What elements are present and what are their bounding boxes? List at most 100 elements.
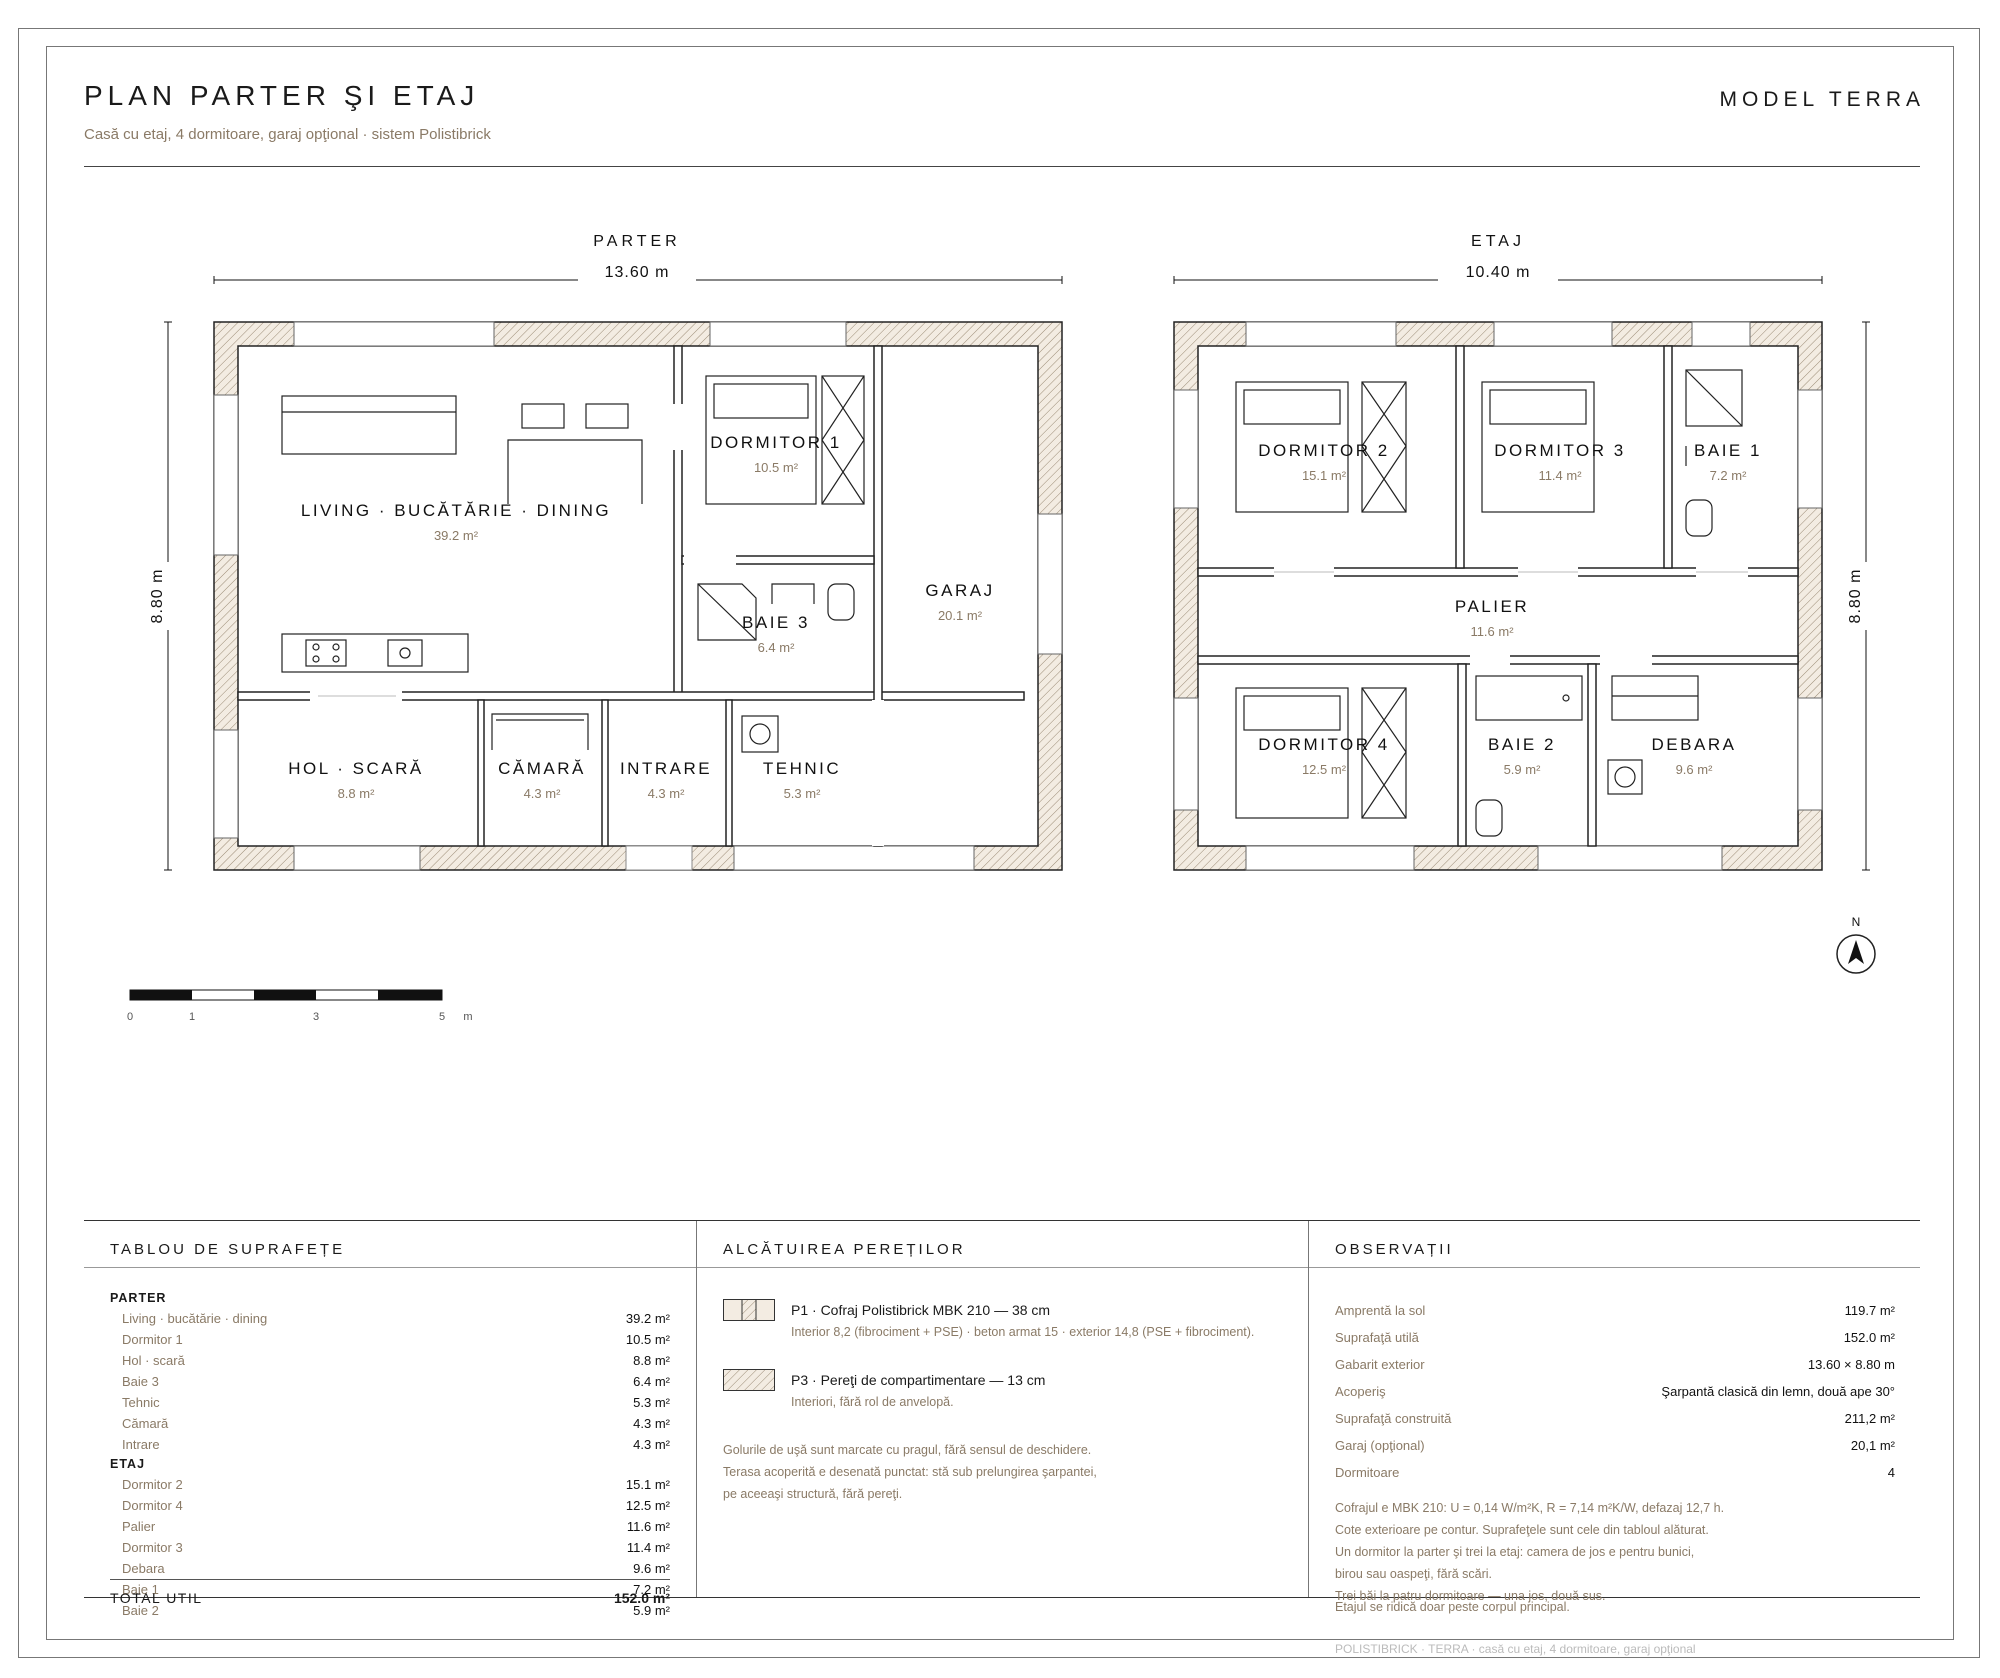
obs-note-overflow: Etajul se ridică doar peste corpul princ… — [1335, 1600, 1570, 1614]
areas-rule — [84, 1267, 696, 1268]
obs-row: Suprafaţă construită 211,2 m² — [1335, 1405, 1895, 1432]
areas-row-key: Palier — [122, 1519, 156, 1534]
ground-wall-living-right — [673, 345, 683, 697]
areas-row-key: Tehnic — [122, 1395, 160, 1410]
areas-row-value: 5.3 m² — [633, 1395, 670, 1410]
areas-row-value: 9.6 m² — [633, 1561, 670, 1576]
upper-window — [1173, 697, 1199, 811]
areas-row-value: 4.3 m² — [633, 1416, 670, 1431]
obs-value: 211,2 m² — [1844, 1411, 1895, 1426]
obs-row: Garaj (opţional)20,1 m² — [1335, 1432, 1895, 1459]
areas-row: Tehnic 5.3 m² — [110, 1392, 670, 1413]
obs-rule — [1309, 1267, 1920, 1268]
cooktop — [305, 639, 347, 667]
room-name: BAIE 3 — [742, 613, 810, 632]
obs-note-line: Trei băi la patru dormitoare — una jos, … — [1335, 1589, 1606, 1603]
armchair — [585, 403, 629, 429]
room-name: LIVING · BUCĂTĂRIE · DINING — [301, 501, 611, 520]
room-name: CĂMARĂ — [498, 759, 586, 778]
bathtub — [1475, 675, 1583, 721]
sofa — [281, 395, 457, 455]
areas-row-value: 7.2 m² — [633, 1582, 670, 1597]
ground-door-gap — [872, 700, 884, 846]
wardrobe-doors — [1361, 381, 1407, 513]
areas-heading: TABLOU DE SUPRAFEȚE — [110, 1241, 346, 1258]
areas-row: Living · bucătărie · dining 39.2 m² — [110, 1308, 670, 1329]
areas-group-title: PARTER — [110, 1291, 167, 1305]
ground-door-gap — [672, 404, 684, 450]
areas-list: PARTER Living · bucătărie · dining 39.2 m… — [110, 1289, 670, 1621]
boiler — [741, 715, 779, 753]
ground-window — [293, 845, 421, 871]
obs-note-line: Un dormitor la parter şi trei la etaj: c… — [1335, 1545, 1695, 1559]
walls-note: Golurile de uşă sunt marcate cu pragul, … — [723, 1439, 1283, 1505]
upper-window — [1537, 845, 1723, 871]
room-area: 12.5 m² — [1302, 762, 1347, 777]
areas-row-value: 39.2 m² — [625, 1311, 670, 1326]
obs-value: 20,1 m² — [1850, 1438, 1895, 1453]
burner — [332, 655, 340, 663]
north-arrow: N — [1836, 915, 1876, 974]
toilet — [1475, 799, 1503, 837]
upper-height-label: 8.80 m — [1847, 569, 1864, 624]
room-name: DORMITOR 2 — [1258, 441, 1389, 460]
room-name: DORMITOR 4 — [1258, 735, 1389, 754]
scale-unit: m — [463, 1011, 472, 1023]
upper-door-gap — [1470, 654, 1510, 666]
wall-p1-title: P1 · Cofraj Polistibrick MBK 210 — 38 cm — [791, 1302, 1051, 1318]
footer-credit: POLISTIBRICK · TERRA · casă cu etaj, 4 d… — [1335, 1642, 1696, 1656]
upper-window — [1493, 321, 1613, 347]
ground-hdim-gap — [150, 562, 186, 630]
areas-total-label: TOTAL UTIL — [110, 1590, 203, 1606]
scale-tick: 5 — [439, 1011, 445, 1023]
shower-diagonal — [1685, 369, 1743, 427]
areas-row-value: 8.8 m² — [633, 1353, 670, 1368]
areas-row-key: Living · bucătărie · dining — [122, 1311, 268, 1326]
upper-wall-d4-b2 — [1457, 663, 1467, 847]
floor-plans: PARTER 13.60 m 8.80 m — [126, 233, 1876, 1023]
washer — [1607, 759, 1643, 795]
areas-row: Baie 3 6.4 m² — [110, 1371, 670, 1392]
info-tables: TABLOU DE SUPRAFEȚE PARTER Living · bucă… — [84, 1220, 1920, 1618]
areas-row-key: Dormitor 3 — [122, 1540, 183, 1555]
areas-row-value: 6.4 m² — [633, 1374, 670, 1389]
obs-key: Acoperiş — [1335, 1384, 1386, 1399]
debara-shelf — [1611, 675, 1699, 721]
north-arrow-icon — [1848, 940, 1864, 964]
obs-heading: OBSERVAȚII — [1335, 1241, 1454, 1258]
obs-key: Suprafaţă construită — [1335, 1411, 1452, 1426]
room-area: 7.2 m² — [1710, 468, 1748, 483]
room-name: HOL · SCARĂ — [288, 759, 424, 778]
ground-window — [213, 729, 239, 839]
wardrobe-doors — [821, 375, 865, 505]
areas-row-value: 4.3 m² — [633, 1437, 670, 1452]
room-area: 39.2 m² — [434, 528, 479, 543]
ground-entrance-door — [625, 845, 693, 871]
walls-note-line: Terasa acoperită e desenată punctat: stă… — [723, 1465, 1097, 1479]
obs-value: 152.0 m² — [1843, 1330, 1895, 1345]
ground-caption: PARTER — [593, 233, 680, 250]
obs-key: Amprentă la sol — [1335, 1303, 1426, 1318]
areas-column: TABLOU DE SUPRAFEȚE PARTER Living · bucă… — [84, 1221, 697, 1618]
room-name: INTRARE — [620, 759, 712, 778]
shower — [1685, 369, 1743, 427]
obs-key: Dormitoare — [1335, 1465, 1400, 1480]
bed — [1235, 687, 1349, 819]
ground-floor-plan: PARTER 13.60 m 8.80 m — [149, 233, 1063, 871]
room-name: BAIE 2 — [1488, 735, 1556, 754]
bed — [1481, 381, 1595, 513]
burner — [312, 643, 320, 651]
scale-tick: 0 — [127, 1011, 133, 1023]
wall-p1-desc: Interior 8,2 (fibrociment + PSE) · beton… — [791, 1325, 1255, 1339]
areas-row-key: Baie 3 — [122, 1374, 159, 1389]
bed — [705, 375, 817, 505]
room-area: 5.9 m² — [1504, 762, 1542, 777]
room-area: 9.6 m² — [1676, 762, 1714, 777]
